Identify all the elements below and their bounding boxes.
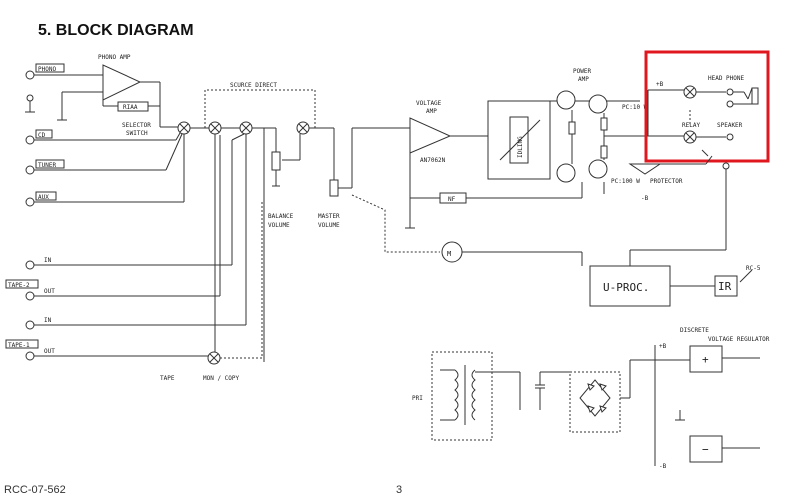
- ps-plus-b: +B: [659, 343, 667, 350]
- page-number: 3: [396, 484, 402, 493]
- doc-code: RCC-07-562: [4, 484, 66, 493]
- aux-label: AUX: [38, 194, 49, 201]
- phono-input: PHONO: [25, 63, 103, 113]
- ir-label: IR: [718, 280, 732, 293]
- svg-text:SWITCH: SWITCH: [126, 130, 148, 137]
- svg-text:BALANCE: BALANCE: [268, 213, 294, 220]
- relay-label: RELAY: [682, 122, 700, 129]
- power-supply: PRI +B -B + − DISCRETE VOLTAGE REGU: [412, 327, 770, 470]
- protector: PROTECTOR: [628, 155, 730, 266]
- tuner-label: TUNER: [38, 162, 56, 169]
- svg-text:IN: IN: [44, 317, 52, 324]
- voltage-amp: VOLTAGE AMP AN7062N NF: [351, 100, 582, 253]
- output-section: +B HEAD PHONE RELAY SPEAKER: [647, 75, 759, 157]
- selector-switch: SELECTOR SWITCH: [122, 121, 209, 202]
- svg-text:MASTER: MASTER: [318, 213, 340, 220]
- pri-label: PRI: [412, 395, 423, 402]
- cd-input: CD: [25, 129, 176, 145]
- tuner-input: TUNER: [25, 159, 166, 175]
- rc-label: RC-5: [746, 265, 761, 272]
- highlight-box: [644, 50, 770, 163]
- svg-text:AMP: AMP: [578, 76, 589, 83]
- phono-label: PHONO: [38, 66, 56, 73]
- pc-top-label: PC:10 W: [622, 104, 648, 111]
- nf-label: NF: [448, 196, 456, 203]
- pc-bottom-label: PC:100 W: [611, 178, 640, 185]
- svg-text:VOLTAGE: VOLTAGE: [416, 100, 442, 107]
- riaa-label: RIAA: [123, 104, 138, 111]
- svg-text:VOLTAGE REGULATOR: VOLTAGE REGULATOR: [708, 336, 770, 343]
- svg-text:SELECTOR: SELECTOR: [122, 122, 151, 129]
- tape1-jacks: IN TAPE-1 OUT: [5, 317, 246, 361]
- mon-copy-label: MON / COPY: [203, 375, 240, 382]
- svg-text:OUT: OUT: [44, 288, 55, 295]
- tape1-label: TAPE-1: [8, 342, 30, 349]
- aux-input: AUX: [25, 191, 184, 207]
- idling-label: IDLING: [517, 136, 524, 158]
- head-phone-label: HEAD PHONE: [708, 75, 745, 82]
- svg-text:AMP: AMP: [426, 108, 437, 115]
- speaker-label: SPEAKER: [717, 122, 743, 129]
- tape2-label: TAPE-2: [8, 282, 30, 289]
- voltage-amp-ic: AN7062N: [420, 157, 446, 164]
- control-section: M U-PROC. IR RC-5: [441, 241, 761, 307]
- uproc-label: U-PROC.: [603, 281, 649, 294]
- minus-b-label: -B: [641, 195, 649, 202]
- cd-label: CD: [38, 132, 46, 139]
- svg-text:POWER: POWER: [573, 68, 591, 75]
- plus-b-label: +B: [656, 81, 664, 88]
- svg-text:PHONO AMP: PHONO AMP: [98, 54, 131, 61]
- reg-minus: −: [702, 443, 709, 456]
- reg-plus: +: [702, 353, 709, 366]
- protector-label: PROTECTOR: [650, 178, 683, 185]
- motor-label: M: [447, 250, 451, 258]
- tape-label: TAPE: [160, 375, 175, 382]
- svg-text:IN: IN: [44, 257, 52, 264]
- svg-text:VOLUME: VOLUME: [318, 222, 340, 229]
- power-amp: POWER AMP IDLING PC:10 W PC:100 W -B: [487, 68, 649, 202]
- page-title: 5. BLOCK DIAGRAM: [38, 22, 194, 39]
- phono-amp: PHONO AMP RIAA: [57, 54, 178, 128]
- mixer-chain: SCURCE DIRECT BALANCE VOLUME MASTER VOLU…: [160, 82, 420, 382]
- svg-text:OUT: OUT: [44, 348, 55, 355]
- ps-minus-b: -B: [659, 463, 667, 470]
- svg-text:VOLUME: VOLUME: [268, 222, 290, 229]
- tape2-jacks: IN TAPE-2 OUT: [5, 257, 232, 301]
- source-direct-label: SCURCE DIRECT: [230, 82, 277, 89]
- svg-text:DISCRETE: DISCRETE: [680, 327, 709, 334]
